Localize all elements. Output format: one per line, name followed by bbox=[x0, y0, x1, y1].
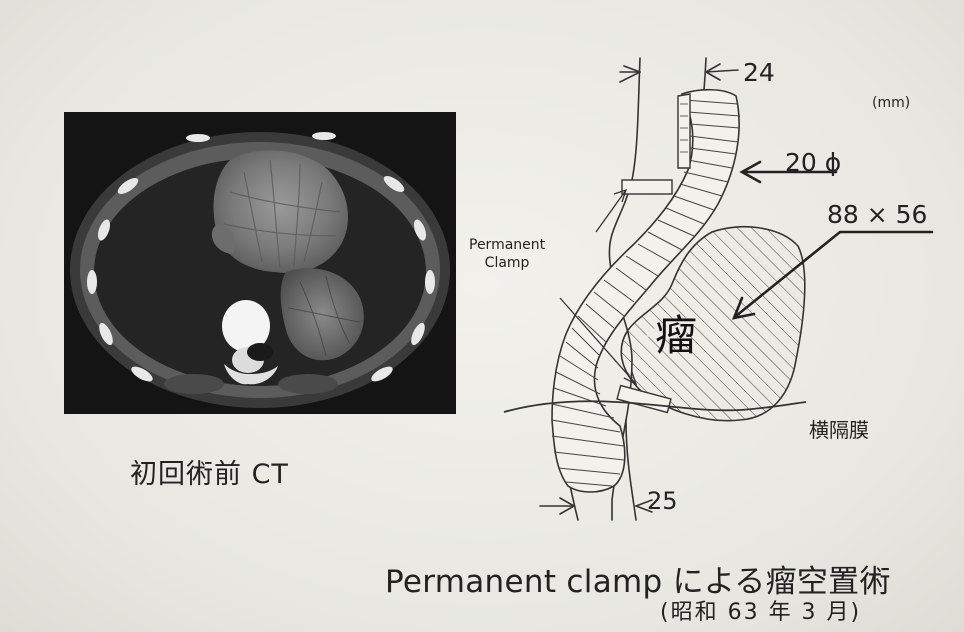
ct-scan-drawing bbox=[64, 112, 456, 414]
clamp-label: Permanent Clamp bbox=[469, 236, 545, 272]
procedure-date: (昭和 63 年 3 月) bbox=[660, 594, 861, 626]
diaphragm-label: 横隔膜 bbox=[809, 414, 869, 443]
bottom-diameter-label: 25 bbox=[647, 487, 678, 515]
aneurysm-label: 瘤 bbox=[655, 302, 697, 363]
surgical-diagram-drawing bbox=[460, 40, 960, 540]
clamp-label-line2: Clamp bbox=[469, 254, 545, 272]
ct-scan-image bbox=[64, 112, 456, 414]
unit-label: (mm) bbox=[872, 95, 910, 111]
vessel-diameter-label: 20 ϕ bbox=[785, 148, 841, 177]
surgical-diagram bbox=[460, 40, 960, 540]
upper-clamp bbox=[622, 180, 672, 194]
ct-caption: 初回術前 CT bbox=[130, 452, 289, 491]
clamp-label-line1: Permanent bbox=[469, 236, 545, 254]
top-diameter-label: 24 bbox=[743, 58, 775, 87]
aneurysm-size-label: 88 × 56 bbox=[827, 200, 927, 229]
